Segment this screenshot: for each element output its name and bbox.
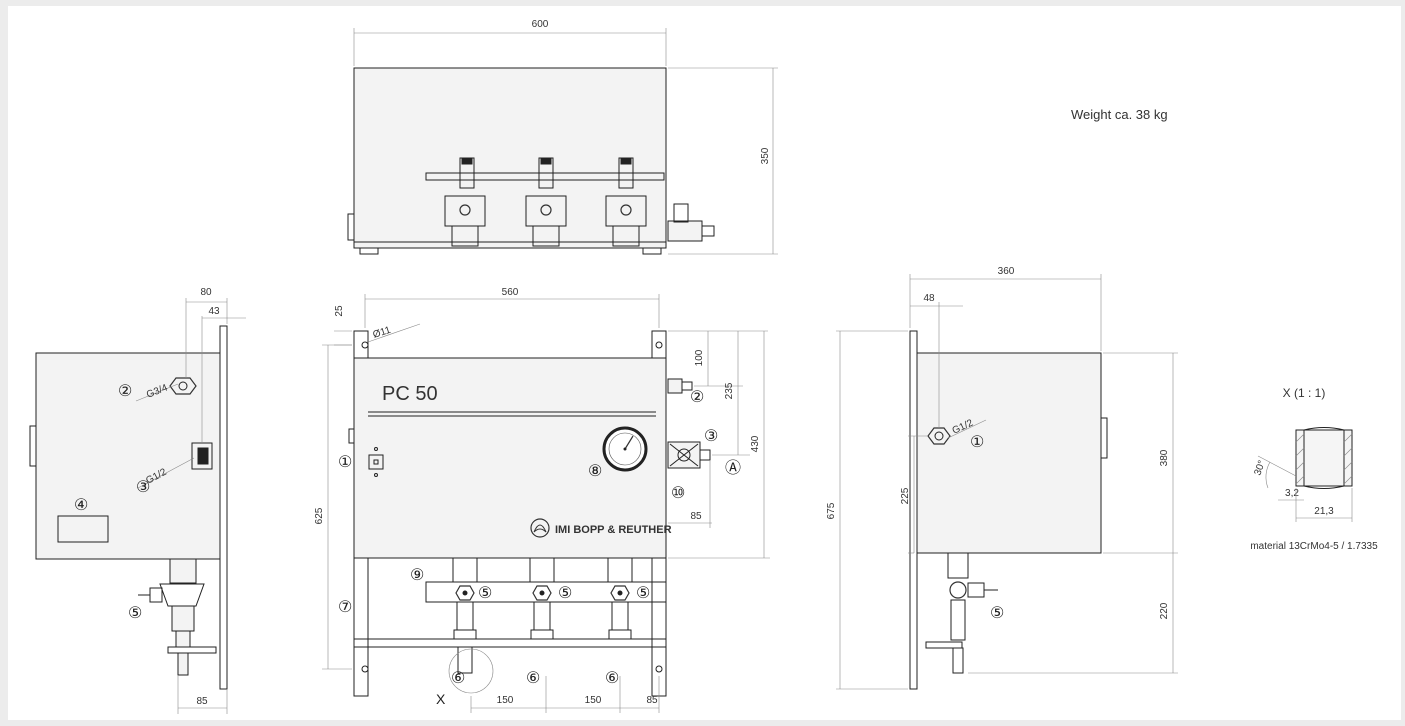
brand-label: IMI BOPP & REUTHER	[555, 524, 672, 536]
right-dim-220: 220	[1159, 602, 1170, 619]
front-dim-150-b: 150	[585, 695, 602, 706]
callout-8-front: ⑧	[588, 463, 602, 480]
front-view-valve-3	[607, 557, 633, 640]
front-view-connector-box	[667, 441, 711, 469]
top-width-dim: 600	[532, 19, 549, 30]
left-dim-80: 80	[200, 287, 212, 298]
right-dim-48: 48	[923, 293, 935, 304]
technical-drawing: 600 350 Weight ca. 38 kg 80 43	[29, 19, 1378, 714]
device-label: PC 50	[382, 383, 438, 405]
left-side-view: 80 43 85 G3/4 G1/2 ② ③ ④ ⑤	[29, 287, 246, 714]
callout-5-front-2: ⑤	[558, 585, 572, 602]
front-dim-625: 625	[314, 507, 325, 524]
callout-5-right: ⑤	[990, 605, 1004, 622]
view-marker: X	[436, 691, 446, 707]
callout-1-front: ①	[338, 454, 352, 471]
weight-note: Weight ca. 38 kg	[1071, 107, 1168, 122]
callout-2-front: ②	[690, 389, 704, 406]
callout-6-front-2: ⑥	[526, 670, 540, 687]
callout-2-left: ②	[118, 383, 132, 400]
detail-x-marker	[448, 648, 494, 694]
front-view-fitting-top	[667, 378, 693, 394]
front-dim-85-b: 85	[646, 695, 658, 706]
front-dim-25: 25	[334, 305, 345, 317]
callout-4-left: ④	[74, 497, 88, 514]
left-view-housing	[35, 352, 221, 560]
front-dim-560: 560	[502, 287, 519, 298]
front-view-switch	[368, 454, 384, 470]
pressure-gauge	[602, 426, 648, 472]
front-dim-100: 100	[694, 349, 705, 366]
detail-dim-small: 3,2	[1285, 488, 1299, 499]
drawing-sheet: 600 350 Weight ca. 38 kg 80 43	[8, 6, 1401, 720]
detail-dim-large: 21,3	[1314, 506, 1334, 517]
front-view-valve-1	[452, 557, 478, 674]
right-view-housing	[916, 352, 1102, 554]
front-dim-430: 430	[750, 435, 761, 452]
callout-9-front: ⑨	[410, 567, 424, 584]
callout-6-front-1: ⑥	[451, 670, 465, 687]
top-view-valve-1	[444, 157, 486, 247]
top-view-manifold	[425, 172, 665, 181]
right-view-mounting-plate	[909, 330, 918, 690]
front-dim-85: 85	[690, 511, 702, 522]
callout-7-front: ⑦	[338, 599, 352, 616]
detail-angle: 30°	[1252, 459, 1268, 477]
right-side-view: 360 48 G1/2 675 225 380 220 ① ⑤	[826, 266, 1178, 690]
callout-3-front: ③	[704, 428, 718, 445]
left-dim-85: 85	[196, 696, 208, 707]
front-dim-235: 235	[724, 382, 735, 399]
front-view-manifold	[425, 581, 667, 603]
right-dim-360: 360	[998, 266, 1015, 277]
callout-5-front-1: ⑤	[478, 585, 492, 602]
front-view: PC 50 IMI BOPP & REUTHER	[314, 287, 770, 713]
top-view-valve-3	[605, 157, 647, 247]
detail-x-view: X (1 : 1) 30° 3,2 21,3 material 13CrMo4-…	[1250, 386, 1378, 552]
top-view-connector	[667, 203, 715, 242]
right-dim-225: 225	[900, 487, 911, 504]
left-view-nameplate	[57, 515, 109, 543]
top-view-foot-left	[359, 247, 379, 255]
callout-3-left: ③	[136, 479, 150, 496]
front-view-crossbar	[353, 638, 667, 648]
callout-5-left: ⑤	[128, 605, 142, 622]
front-view-valve-2	[529, 557, 555, 640]
front-hole-dim: Ø11	[372, 325, 393, 341]
callout-a-front: Ⓐ	[725, 459, 741, 477]
callout-6-front-3: ⑥	[605, 670, 619, 687]
left-dim-43: 43	[208, 306, 220, 317]
detail-title: X (1 : 1)	[1283, 386, 1326, 400]
left-view-mounting-plate	[219, 325, 228, 690]
top-view-valve-2	[525, 157, 567, 247]
top-view-foot-right	[642, 247, 662, 255]
right-dim-380: 380	[1159, 449, 1170, 466]
left-view-g34-nut	[169, 377, 197, 395]
callout-5-front-3: ⑤	[636, 585, 650, 602]
callout-1-right: ①	[970, 434, 984, 451]
brand-logo	[530, 518, 550, 538]
right-dim-675: 675	[826, 502, 837, 519]
callout-10-front: ⑩	[671, 485, 685, 502]
top-view: 600 350	[347, 19, 778, 255]
front-dim-150-a: 150	[497, 695, 514, 706]
top-height-dim: 350	[760, 147, 771, 164]
detail-material: material 13CrMo4-5 / 1.7335	[1250, 541, 1378, 552]
